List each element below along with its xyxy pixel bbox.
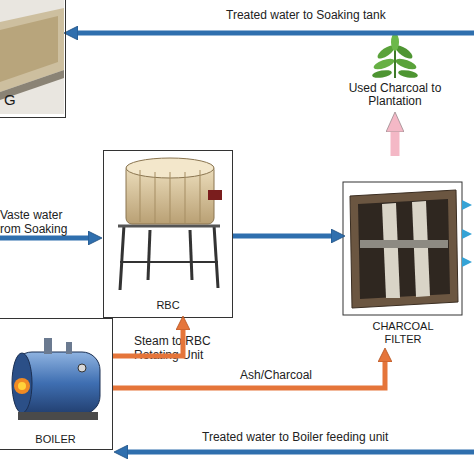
boiler-picture	[12, 338, 100, 420]
outflow-arrow	[463, 232, 464, 236]
node-text: CHARCOAL FILTER	[367, 320, 439, 346]
node-text: BOILER	[0, 433, 112, 446]
outflow-arrow	[463, 260, 464, 264]
charcoal-filter-picture	[343, 182, 462, 315]
boiler-box: BOILER	[0, 318, 113, 450]
flow-label: Vaste water rom Soaking	[0, 208, 68, 236]
outflow-arrow	[463, 203, 464, 207]
flow-arrow	[76, 31, 474, 36]
flow-connector	[233, 234, 333, 239]
flow-label: Treated water to Boiler feeding unit	[202, 430, 422, 444]
rbc-picture	[118, 158, 222, 290]
flow-label: Treated water to Soaking tank	[226, 8, 426, 22]
flow-arrow	[126, 450, 474, 455]
node-text: G	[4, 93, 24, 106]
connector-label: Ash/Charcoal	[240, 368, 330, 382]
flow-connector	[113, 360, 385, 388]
flow-arrow	[0, 236, 90, 241]
plant-icon	[372, 33, 419, 79]
rbc-box: RBC	[103, 150, 233, 318]
soaking-tank-picture	[0, 0, 64, 114]
node-text: Used Charcoal to Plantation	[340, 82, 450, 108]
plantation-node: Used Charcoal to Plantation	[330, 36, 460, 116]
node-text: RBC	[104, 299, 232, 312]
flow-connector	[113, 328, 183, 356]
connector-label: Steam to RBC Rotating Unit	[134, 334, 224, 362]
soaking-tank-box: G	[0, 0, 66, 118]
charcoal-filter-box: CHARCOAL FILTER	[343, 182, 462, 350]
flow-connector	[391, 130, 400, 156]
